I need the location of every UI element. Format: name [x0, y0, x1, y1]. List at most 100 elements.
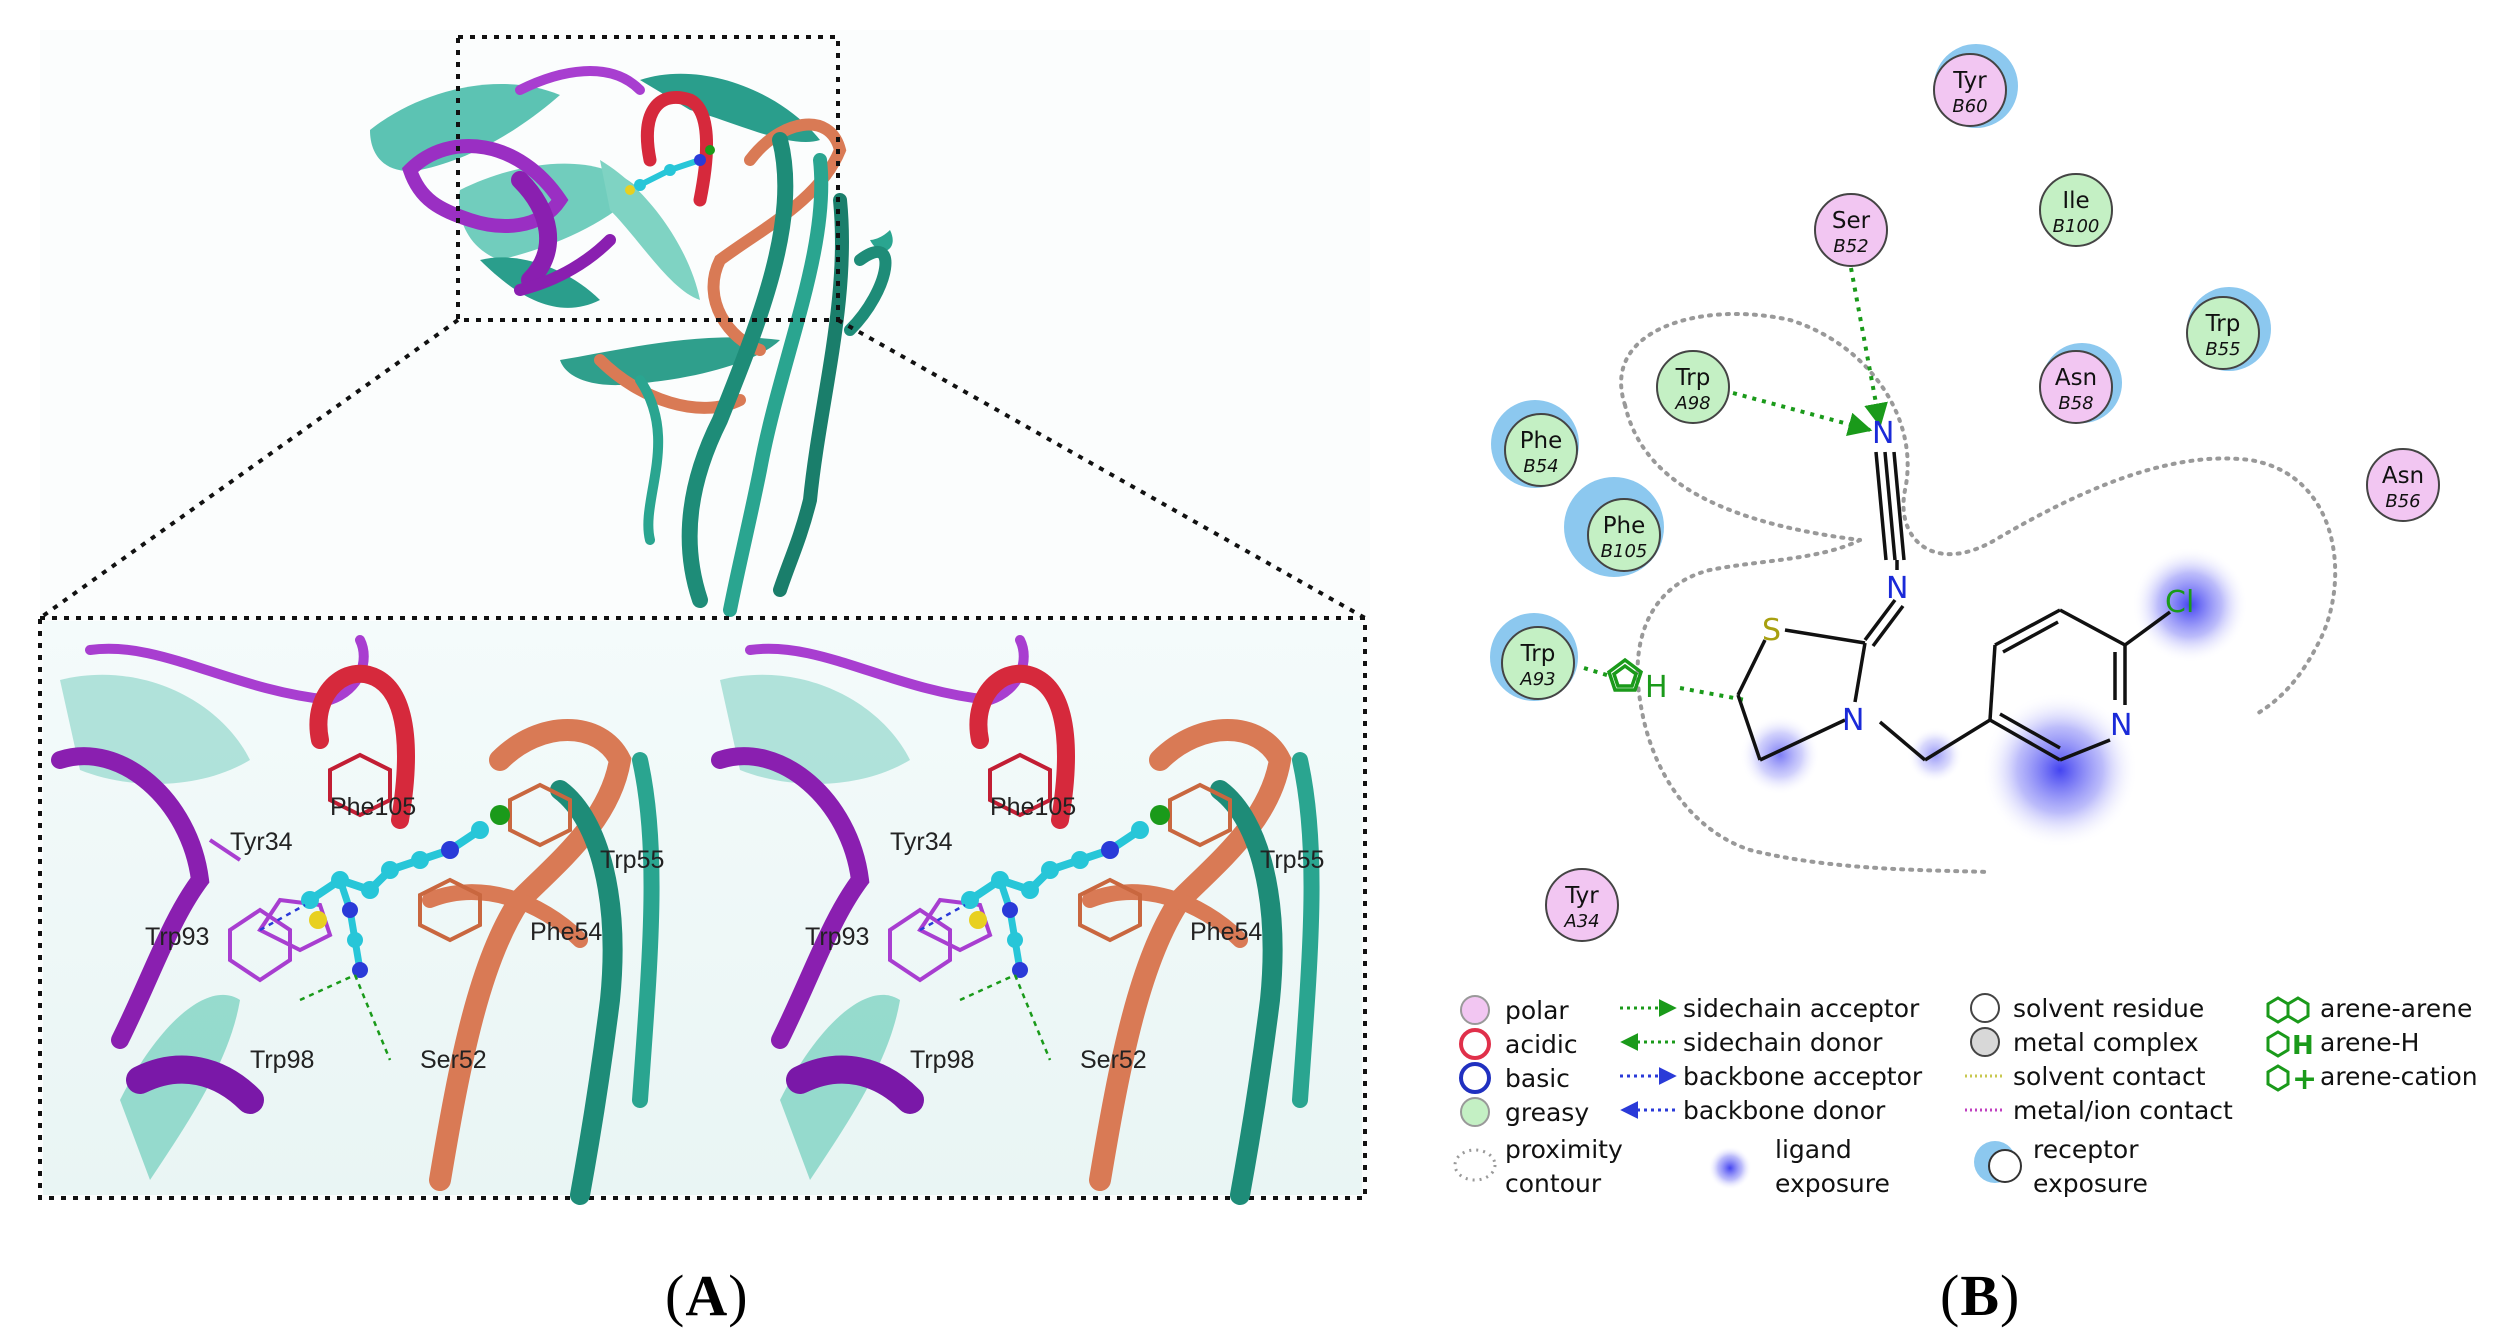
panel-a-label-letter: A: [685, 1263, 729, 1328]
proximity-contour: [1619, 312, 2338, 874]
legend-greasy: greasy: [1505, 1098, 1589, 1127]
residue-name: Trp: [2205, 311, 2241, 337]
atom-s: S: [1762, 613, 1781, 648]
ligand-exposure: [1740, 547, 2248, 848]
residue-label-trp55-right: Trp55: [1260, 846, 1324, 874]
residue-chain: B100: [2053, 216, 2100, 237]
legend-receptor: receptor: [2033, 1135, 2139, 1164]
residue-name: Phe: [1520, 428, 1563, 454]
residue-name: Ser: [1832, 208, 1871, 234]
legend-ligand-exposure: exposure: [1775, 1169, 1890, 1198]
residue-label-phe105: Phe105: [330, 793, 416, 821]
legend-sidechain-donor: sidechain donor: [1683, 1028, 1883, 1057]
legend-acidic: acidic: [1505, 1030, 1578, 1059]
legend-polar: polar: [1505, 996, 1569, 1025]
residue-layer: TyrB60SerB52IleB100TrpB55TrpA98AsnB58Phe…: [1490, 44, 2440, 942]
legend-greasy-swatch: [1460, 1097, 1490, 1127]
residue-disc: [1504, 413, 1578, 487]
residue-name: Tyr: [1564, 883, 1599, 909]
panel-b: N N S N N Cl H TyrB60SerB52IleB100TrpB55…: [1453, 44, 2478, 1198]
interactions: [1583, 267, 1888, 702]
residue-chain: B55: [2205, 339, 2240, 360]
legend-solvent-residue-swatch: [1970, 993, 2000, 1023]
legend-acidic-swatch: [1459, 1028, 1491, 1060]
residue-chain: B58: [2058, 393, 2093, 414]
panel-a-label-close: ): [728, 1263, 749, 1328]
residue-label-ser52: Ser52: [420, 1046, 487, 1074]
arene-h-icon: [1606, 657, 1644, 692]
atom-n-pyridine: N: [2110, 708, 2132, 743]
residue-disc: [2366, 448, 2440, 522]
legend-polar-swatch: [1460, 995, 1490, 1025]
legend-arene-h: arene-H: [2320, 1028, 2419, 1057]
residue-name: Trp: [1675, 365, 1711, 391]
residue-label-tyr34-right: Tyr34: [890, 828, 953, 856]
stereo-left: Phe105 Tyr34 Trp55 Trp93 Phe54 Trp98 Ser…: [51, 635, 664, 1205]
legend-arene-cation: arene-cation: [2320, 1062, 2478, 1091]
proximity-contour-link: [1623, 403, 1862, 542]
residue-chain: B60: [1952, 96, 1987, 117]
legend-receptor-exposure-swatch: [1988, 1149, 2022, 1183]
legend-metal-complex-swatch: [1970, 1027, 2000, 1057]
arene-h-legend-icon: H: [2266, 1030, 2314, 1061]
residue-label-phe54: Phe54: [530, 918, 602, 946]
residue-disc: [1656, 350, 1730, 424]
residue-label-trp55: Trp55: [600, 846, 664, 874]
legend-ligand-exposure-swatch: [1708, 1146, 1752, 1190]
stereo-right: Phe105 Tyr34 Trp55 Trp93 Phe54 Trp98 Ser…: [711, 635, 1324, 1205]
atom-labels: N N S N N Cl H: [1645, 416, 2194, 743]
residue-name: Ile: [2062, 188, 2089, 214]
residue-disc: [1933, 53, 2007, 127]
panel-a-label-open: (: [665, 1263, 686, 1328]
residue-name: Asn: [2055, 365, 2097, 391]
residue-label-trp93: Trp93: [145, 923, 209, 951]
residue-chain: B54: [1523, 456, 1558, 477]
residue-disc: [2186, 296, 2260, 370]
residue-chain: A34: [1563, 911, 1599, 932]
residue-label-phe54-right: Phe54: [1190, 918, 1262, 946]
residue-disc: [1545, 868, 1619, 942]
residue-name: Asn: [2382, 463, 2424, 489]
residue-label-trp98-right: Trp98: [910, 1046, 974, 1074]
legend-backbone-donor: backbone donor: [1683, 1096, 1886, 1125]
legend-receptor-exposure: exposure: [2033, 1169, 2148, 1198]
svg-text:H: H: [2292, 1031, 2314, 1061]
legend-basic: basic: [1505, 1064, 1570, 1093]
stereo-left-ligand: [259, 805, 510, 1061]
ligand-structure: [1736, 451, 2172, 762]
panel-b-label: (B): [1940, 1262, 2020, 1329]
residue-disc: [2039, 173, 2113, 247]
residue-chain: A98: [1674, 393, 1710, 414]
residue-name: Phe: [1603, 513, 1646, 539]
legend: polar acidic basic greasy proximity cont…: [1453, 993, 2478, 1198]
residue-disc: [1501, 626, 1575, 700]
residue-disc: [1587, 498, 1661, 572]
residue-label-tyr34: Tyr34: [230, 828, 293, 856]
arene-cation-icon: +: [2266, 1062, 2317, 1097]
residue-label-phe105-right: Phe105: [990, 793, 1076, 821]
legend-contour-swatch: [1453, 1148, 1497, 1182]
atom-n-ring: N: [1842, 703, 1864, 738]
stereo-view: Phe105 Tyr34 Trp55 Trp93 Phe54 Trp98 Ser…: [43, 621, 1362, 1205]
overview-ligand: [625, 145, 715, 195]
panel-b-label-open: (: [1940, 1263, 1961, 1328]
legend-proximity: proximity: [1505, 1135, 1623, 1164]
atom-h: H: [1645, 670, 1668, 705]
residue-name: Tyr: [1952, 68, 1987, 94]
residue-disc: [2039, 350, 2113, 424]
panel-b-label-letter: B: [1960, 1263, 2001, 1328]
atom-n-nitrile: N: [1872, 416, 1894, 451]
zoom-box: [38, 35, 1367, 1200]
residue-chain: B56: [2385, 491, 2420, 512]
panel-a: Phe105 Tyr34 Trp55 Trp93 Phe54 Trp98 Ser…: [38, 30, 1370, 1205]
residue-chain: B105: [1601, 541, 1648, 562]
